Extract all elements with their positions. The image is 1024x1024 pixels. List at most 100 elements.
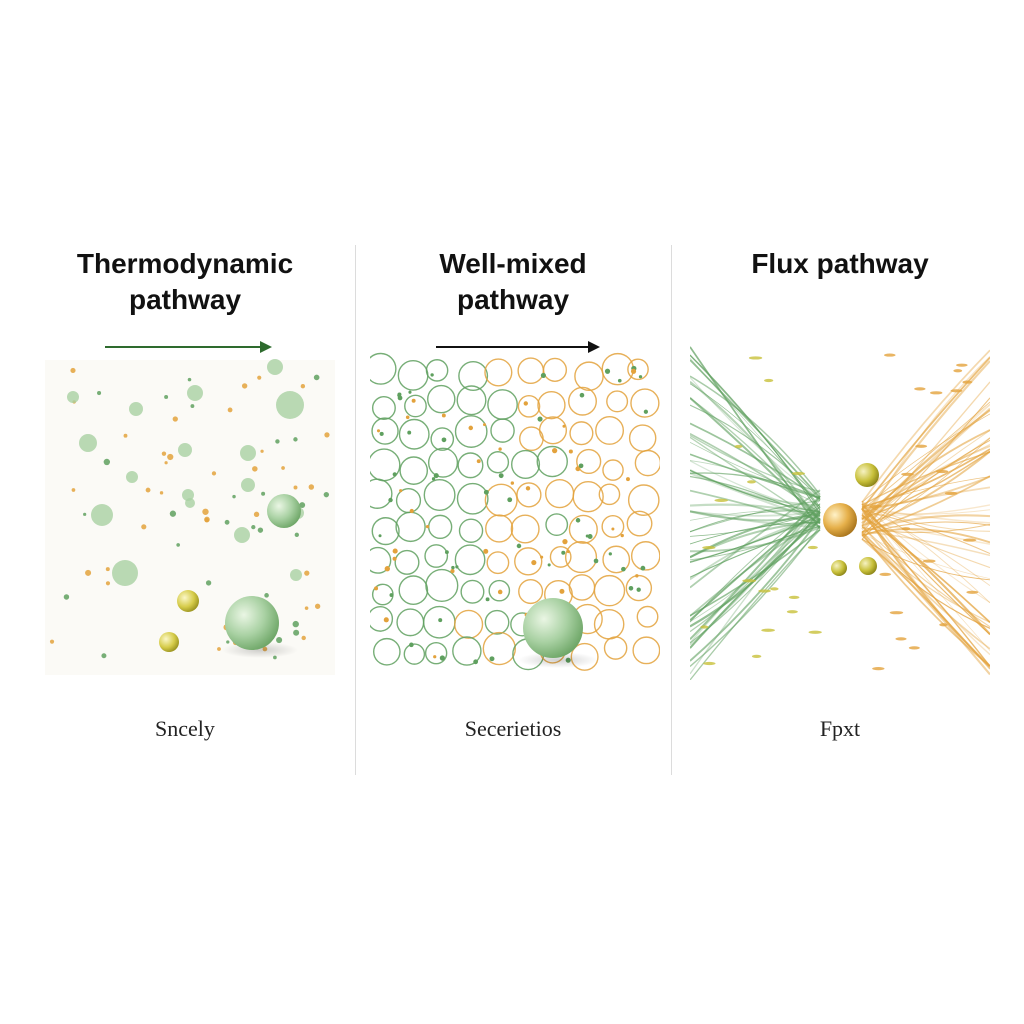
well-mixed-particle: [620, 533, 624, 538]
thermodynamic-blob: [267, 359, 283, 375]
well-mixed-ring: [371, 417, 399, 445]
thermodynamic-particle: [49, 639, 55, 644]
flux-streak-orange: [861, 514, 990, 667]
flux-grain-green: [702, 545, 716, 550]
flux-streak-green: [690, 436, 821, 525]
thermodynamic-blob: [67, 391, 79, 403]
well-mixed-particle: [643, 409, 648, 414]
thermodynamic-particle: [101, 653, 107, 659]
thermodynamic-particle: [159, 491, 164, 495]
flux-grain-orange: [966, 590, 979, 594]
well-mixed-ring: [482, 631, 517, 666]
thermodynamic-particle: [187, 377, 192, 382]
well-mixed-ring: [593, 574, 626, 607]
well-mixed-particle: [498, 473, 504, 479]
well-mixed-ring: [370, 478, 393, 509]
flux-streak-green: [690, 453, 821, 500]
well-mixed-ring: [452, 636, 482, 666]
well-mixed-particle: [388, 497, 393, 503]
thermodynamic-particle: [324, 432, 330, 438]
well-mixed-ring: [603, 636, 628, 660]
thermodynamic-blob: [241, 478, 255, 492]
flux-grain-green: [751, 654, 762, 658]
flux-streak-green: [690, 502, 821, 675]
thermodynamic-blob: [91, 504, 113, 526]
thermodynamic-particle: [293, 629, 300, 636]
well-mixed-ring: [516, 482, 542, 508]
panel-divider-right: [671, 245, 672, 775]
well-mixed-ring: [572, 480, 604, 513]
flux-grain-green: [764, 378, 774, 383]
flux-grain-orange: [879, 572, 892, 577]
well-mixed-particle: [384, 566, 390, 572]
well-mixed-particle: [433, 473, 439, 479]
well-mixed-particle: [441, 413, 446, 418]
thermodynamic-particle: [301, 635, 306, 641]
thermodynamic-particle: [293, 485, 298, 490]
thermodynamic-blob: [290, 569, 302, 581]
well-mixed-ring: [632, 636, 660, 665]
well-mixed-ring: [370, 605, 394, 632]
well-mixed-particle: [439, 655, 445, 661]
thermodynamic-particle: [63, 594, 70, 600]
thermodynamic-particle: [211, 471, 217, 476]
flux-streak-orange: [861, 514, 990, 623]
well-mixed-particle: [483, 423, 487, 427]
thermodynamic-particle: [105, 567, 110, 572]
flux-illustration: [690, 346, 990, 680]
flux-grain-green: [807, 545, 818, 550]
well-mixed-particle: [608, 552, 612, 556]
well-mixed-ring: [601, 515, 625, 538]
well-mixed-ring: [625, 574, 653, 602]
thermodynamic-particle: [123, 433, 128, 438]
flux-streak-green: [690, 397, 821, 522]
flux-streak-green: [690, 441, 821, 498]
well-mixed-ring: [598, 483, 621, 506]
thermodynamic-particle: [103, 458, 110, 466]
well-mixed-ring: [549, 545, 572, 568]
flux-streak-green: [690, 375, 821, 496]
well-mixed-ring: [370, 546, 392, 574]
well-mixed-particle: [537, 416, 543, 422]
well-mixed-particle: [575, 518, 581, 523]
flux-grain-green: [714, 498, 728, 502]
well-mixed-ring: [454, 609, 484, 639]
thermodynamic-particle: [292, 620, 299, 628]
well-mixed-ring: [544, 478, 575, 509]
well-mixed-ring: [424, 544, 449, 568]
flux-grain-orange: [956, 363, 968, 367]
well-mixed-ring: [486, 451, 510, 474]
well-mixed-particle: [392, 548, 398, 554]
flux-streak-orange: [861, 401, 990, 511]
thermodynamic-particle: [105, 581, 111, 586]
well-mixed-ring: [396, 608, 425, 637]
thermodynamic-particle: [276, 637, 283, 644]
thermodynamic-particle: [299, 502, 306, 509]
flux-grain-orange: [895, 637, 907, 641]
flux-grain-orange: [950, 389, 963, 393]
flux-small-sphere-top: [855, 463, 879, 487]
well-mixed-ring: [630, 388, 660, 418]
well-mixed-ring: [425, 359, 449, 382]
well-mixed-particle: [407, 430, 412, 435]
well-mixed-particle: [489, 656, 495, 662]
flux-streak-orange: [861, 409, 990, 525]
flux-streak-green: [690, 460, 821, 513]
flux-grain-green: [747, 480, 756, 484]
thermodynamic-particle: [252, 466, 258, 472]
well-mixed-particle: [378, 534, 382, 538]
flux-grain-orange: [962, 538, 977, 542]
well-mixed-ring: [486, 551, 510, 575]
well-mixed-particle: [575, 466, 581, 472]
flux-grain-green: [748, 356, 763, 360]
well-mixed-particle: [578, 463, 584, 469]
flux-streak-orange: [861, 531, 990, 676]
flux-streak-orange: [861, 505, 990, 524]
well-mixed-ring: [427, 447, 459, 478]
well-mixed-ring: [394, 549, 420, 575]
flux-streak-green: [690, 503, 821, 517]
flux-title: Flux pathway: [690, 246, 990, 282]
well-mixed-particle: [617, 378, 622, 383]
flux-streak-orange: [861, 403, 990, 526]
thermodynamic-particle: [205, 580, 212, 586]
